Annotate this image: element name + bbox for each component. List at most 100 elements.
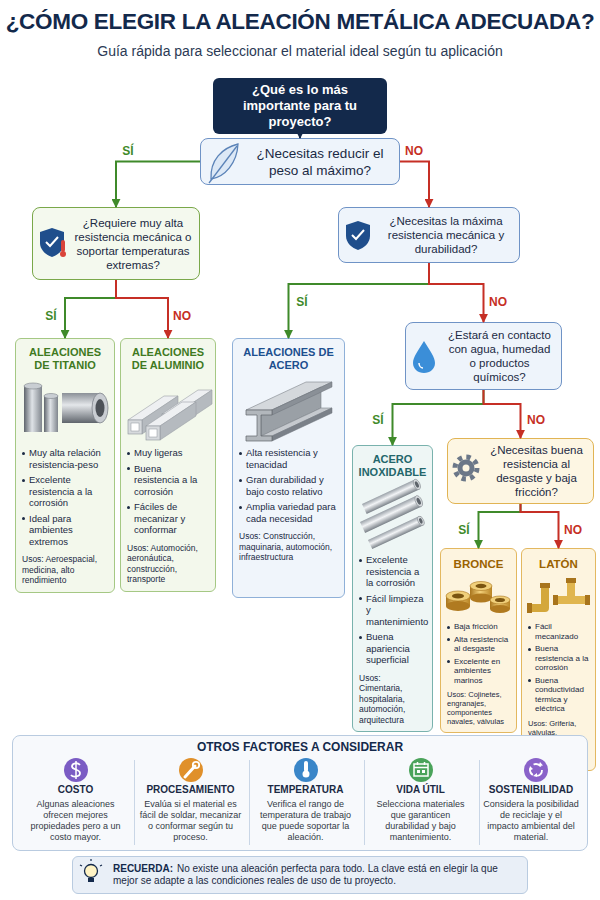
shield-icon <box>346 221 370 250</box>
factor-text: Considera la posibilidad de reciclaje y … <box>483 799 579 843</box>
flow-arrow <box>116 162 200 208</box>
water-drop-icon <box>413 341 435 373</box>
water-drop-icon-part <box>419 363 423 368</box>
question-text: ¿Necesitas la máxima resistencia mecánic… <box>379 214 513 256</box>
bronze-bushings-part <box>446 596 470 606</box>
aluminum-profiles-part <box>160 402 196 440</box>
bullet-item: Fáciles de mecanizar y conformar <box>127 501 209 536</box>
titanium-bars <box>24 383 108 432</box>
branch-label: SÍ <box>296 295 307 309</box>
image-space <box>528 575 589 619</box>
brass-fittings-part <box>566 578 576 583</box>
titanium-bars-part <box>24 383 42 389</box>
factor-icons-part <box>529 762 543 777</box>
bronze-bushings-part <box>446 591 470 601</box>
bronze-bushings-part <box>495 598 505 602</box>
factor-title: VIDA ÚTIL <box>368 784 473 796</box>
card-title: ALEACIONES DE ALUMINIO <box>127 346 209 372</box>
stainless-tubes-part-part <box>368 516 423 549</box>
steel-i-beam-part <box>246 382 332 410</box>
image-space <box>447 575 510 619</box>
factor-icons-part <box>193 762 199 768</box>
lightbulb-icon <box>80 859 102 882</box>
factor-column: COSTOAlgunas aleaciones ofrecen mejores … <box>19 756 132 846</box>
shield-icon-part <box>346 221 370 250</box>
bullet-item: Muy alta relación resistencia-peso <box>22 447 108 470</box>
factor-column: PROCESAMIENTOEvalúa si el material es fá… <box>134 756 247 846</box>
factor-icons-part <box>185 766 195 777</box>
flow-arrow <box>116 280 168 338</box>
steel-i-beam-part <box>246 410 272 441</box>
aluminum-profiles-part <box>146 426 160 440</box>
factor-title: COSTO <box>23 784 128 796</box>
card-heading: LATÓN <box>528 553 589 575</box>
aluminum-profiles-part <box>162 414 176 428</box>
lightbulb-icon-part <box>85 865 98 878</box>
stainless-tubes-part-part <box>362 479 419 513</box>
reminder-label: RECUERDA: <box>113 863 173 874</box>
bronze-bushings-part <box>470 582 492 591</box>
factor-icons-part <box>422 770 425 773</box>
shield-icon-part <box>352 230 364 239</box>
image-space <box>22 375 108 443</box>
branch-label: SÍ <box>372 413 383 427</box>
shield-icon-part <box>60 251 66 257</box>
brass-fittings-part <box>540 583 550 588</box>
image-space <box>127 375 209 443</box>
decision-box: ¿Necesitas la máxima resistencia mecánic… <box>338 207 520 263</box>
bullet-item: Baja fricción <box>447 622 510 632</box>
branch-label: NO <box>564 523 582 537</box>
brass-fittings-part <box>530 588 545 608</box>
aluminum-profiles-part <box>162 390 212 414</box>
stainless-tubes-part-part <box>412 478 422 491</box>
lightbulb-icon-part <box>88 878 94 882</box>
flow-arrow <box>299 134 301 138</box>
decision-box: ¿Necesitas reducir el peso al máximo? <box>200 138 400 185</box>
factor-icons-part <box>304 761 308 772</box>
bullet-item: Muy ligeras <box>127 447 209 459</box>
bronze-bushings-part <box>490 596 510 604</box>
material-card: ALEACIONES DE TITANIO Muy alta relación r… <box>15 338 115 593</box>
factor-title: TEMPERATURA <box>253 784 358 796</box>
column-separators-part <box>135 760 480 845</box>
uses-text: Usos: Automoción, aeronáutica, construcc… <box>127 543 209 585</box>
brass-fittings-part <box>527 603 532 613</box>
factor-text: Verifica el rango de temperatura de trab… <box>253 799 358 843</box>
branch-label: NO <box>405 144 423 158</box>
titanium-bars-part <box>44 394 58 399</box>
bullet-item: Fácil limpieza y mantenimiento <box>359 593 426 628</box>
panel-title: OTROS FACTORES A CONSIDERAR <box>13 740 587 754</box>
stainless-tubes-part-part <box>414 481 420 489</box>
reminder-text: RECUERDA:No existe una aleación perfecta… <box>113 863 519 887</box>
bullet-item: Ideal para ambientes extremos <box>22 513 108 548</box>
steel-i-beam <box>246 382 332 441</box>
aluminum-profiles-part <box>149 429 157 437</box>
stainless-tubes-part-part <box>416 497 422 505</box>
card-title: ALEACIONES DE ACERO <box>239 346 338 372</box>
aluminum-profiles-part <box>176 390 212 428</box>
card-title: ALEACIONES DE TITANIO <box>22 346 108 372</box>
aluminum-profiles-part <box>165 417 173 425</box>
bullet-item: Buena apariencia superficial <box>359 631 426 666</box>
question-text: ¿Necesitas reducir el peso al máximo? <box>247 145 393 179</box>
flow-arrow <box>65 280 116 338</box>
card-heading: ALEACIONES DE ACERO <box>239 343 338 375</box>
titanium-bars-part <box>96 399 105 417</box>
factor-column: VIDA ÚTILSelecciona materiales que garan… <box>364 756 477 846</box>
gear-icon <box>455 457 477 479</box>
aluminum-profiles-part <box>146 402 196 426</box>
branch-label: SÍ <box>45 309 56 323</box>
branch-label: SÍ <box>458 523 469 537</box>
factor-title: SOSTENIBILIDAD <box>483 784 579 796</box>
steel-i-beam-part <box>272 382 332 415</box>
stainless-tubes <box>360 478 426 549</box>
uses-text: Usos: Construcción, maquinaria, automoci… <box>239 531 338 563</box>
bronze-bushings <box>446 582 510 614</box>
feather-icon-part <box>209 146 237 183</box>
uses-text: Usos: Cimentaria, hospitalaria, automoci… <box>359 673 426 726</box>
flow-arrow <box>289 263 430 338</box>
reminder-box: RECUERDA:No existe una aleación perfecta… <box>72 856 528 894</box>
bullet-item: Buena resistencia a la corrosión <box>127 463 209 498</box>
